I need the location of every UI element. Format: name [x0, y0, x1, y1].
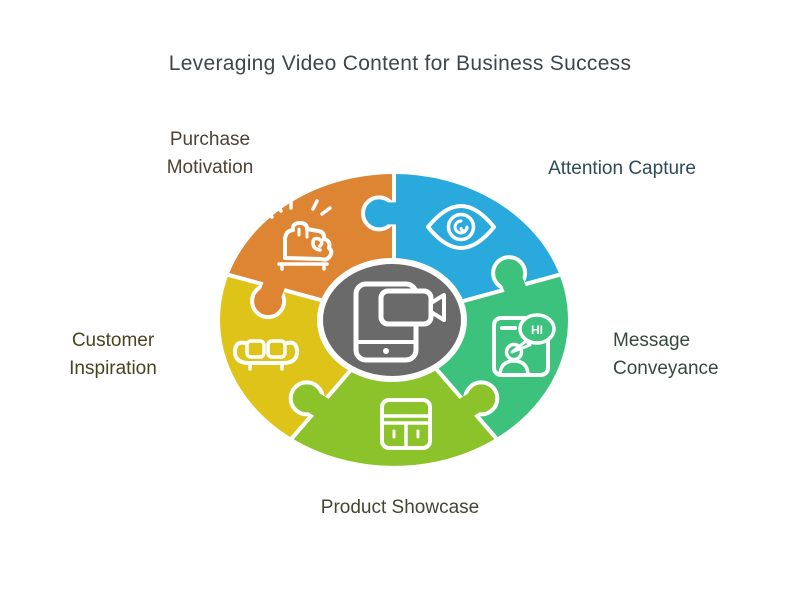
eye-icon: [426, 204, 496, 250]
label-message-conveyance: Message Conveyance: [613, 330, 719, 379]
person-greeting-icon: HI: [492, 313, 556, 377]
puzzle-knob-lime-into-green: [452, 380, 500, 422]
smartphone-video-icon: [353, 281, 446, 363]
label-product-showcase: Product Showcase: [320, 497, 480, 518]
fist-icon: [262, 197, 334, 271]
cabinet-icon: [380, 398, 432, 450]
puzzle-knob-blue-into-orange: [361, 195, 406, 232]
label-customer-inspiration: Customer Inspiration: [69, 330, 157, 379]
label-purchase-motivation: Purchase Motivation: [166, 129, 254, 178]
puzzle-knob-lime-into-yellow: [288, 380, 336, 422]
segment-product-showcase: [288, 318, 500, 470]
puzzle-knob-orange-into-yellow: [250, 271, 289, 320]
sofa-icon: [232, 339, 300, 371]
page-title: Leveraging Video Content for Business Su…: [168, 52, 632, 75]
puzzle-knob-green-into-blue: [491, 255, 530, 303]
bubble-text: HI: [531, 323, 543, 337]
label-attention-capture: Attention Capture: [548, 158, 696, 179]
